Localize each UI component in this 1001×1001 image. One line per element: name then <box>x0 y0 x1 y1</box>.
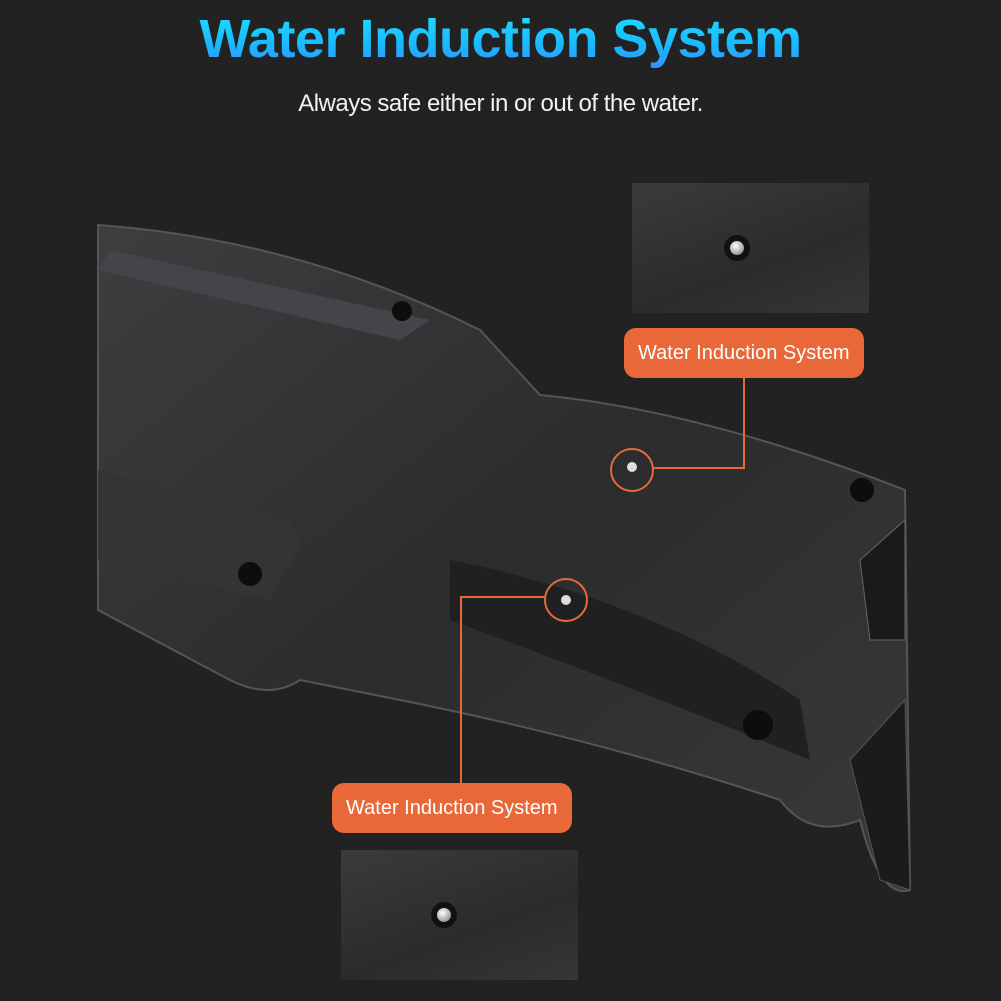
sensor-icon <box>724 235 750 261</box>
sensor-highlight-1 <box>610 448 654 492</box>
sensor-icon <box>431 902 457 928</box>
page-title: Water Induction System <box>0 8 1001 70</box>
sensor-closeup-bottom <box>341 850 578 980</box>
callout-label-top: Water Induction System <box>624 328 864 378</box>
sensor-closeup-top <box>632 183 869 313</box>
callout-line-2 <box>460 596 545 784</box>
propeller-icon <box>849 698 911 891</box>
page-subtitle: Always safe either in or out of the wate… <box>298 90 703 117</box>
hull-channel <box>450 560 810 760</box>
sensor-highlight-2 <box>544 578 588 622</box>
callout-line-1 <box>653 378 745 469</box>
callout-label-bottom: Water Induction System <box>332 783 572 833</box>
fin-icon <box>859 518 906 641</box>
hull-rail-top <box>98 250 430 340</box>
